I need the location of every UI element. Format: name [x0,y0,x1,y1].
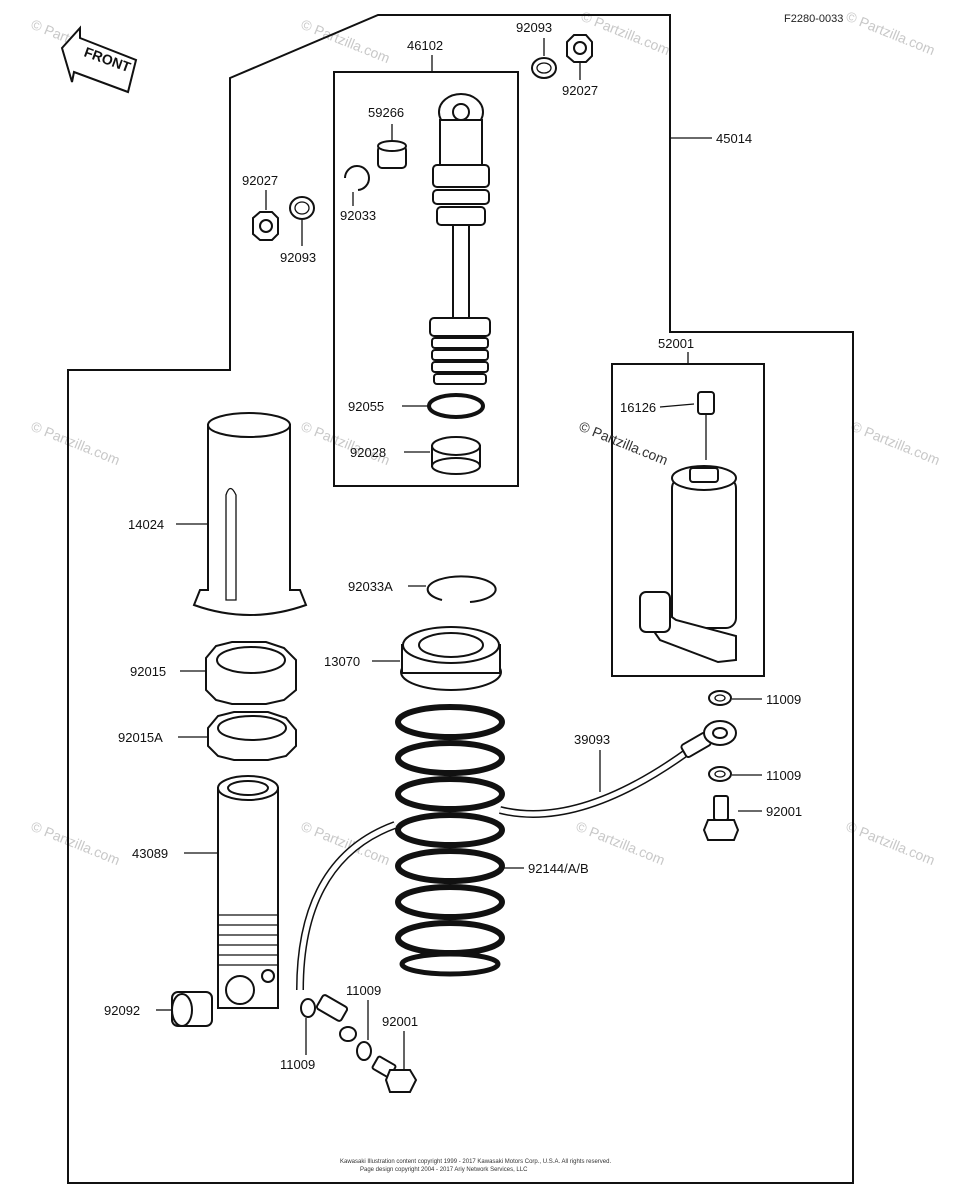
washer-92093-top [531,57,557,79]
part-label-92028[interactable]: 92028 [350,445,386,460]
part-label-11009-d[interactable]: 11009 [280,1057,315,1072]
circlip-92033A [426,575,497,603]
part-label-59266[interactable]: 59266 [368,105,404,120]
copyright-line-1: Kawasaki Illustration content copyright … [340,1159,611,1165]
washer-11009-b [708,766,732,782]
collar-92028 [431,436,481,475]
watermark: © Partzilla.com [299,16,392,66]
assembly-outline [67,14,854,1184]
part-label-16126[interactable]: 16126 [620,400,656,415]
bushing-92092 [171,991,213,1027]
spring-cover-14024 [192,412,308,616]
gas-reservoir [639,391,737,664]
part-label-52001[interactable]: 52001 [658,336,694,351]
washer-11009-d [300,998,316,1018]
watermark: © Partzilla.com [299,418,392,468]
part-label-11009-b[interactable]: 11009 [766,768,801,783]
part-label-92093-top[interactable]: 92093 [516,20,552,35]
bushing-59266 [377,140,407,169]
part-label-92144[interactable]: 92144/A/B [528,861,589,876]
front-arrow-icon: FRONT [60,25,138,94]
spring-92144 [395,704,505,977]
copyright-line-2: Page design copyright 2004 - 2017 Ariy N… [360,1167,528,1173]
watermark-layer: © Partzilla.com © Partzilla.com © Partzi… [29,8,942,868]
part-label-92001-bottom[interactable]: 92001 [382,1014,418,1029]
o-ring-92055 [427,393,485,419]
damper-subassembly-box [333,71,519,487]
part-label-92033[interactable]: 92033 [340,208,376,223]
circlip-92033 [344,165,370,191]
part-label-92033A[interactable]: 92033A [348,579,393,594]
part-label-46102[interactable]: 46102 [407,38,443,53]
watermark: © Partzilla.com [849,418,942,468]
part-label-92027-left[interactable]: 92027 [242,173,278,188]
part-label-11009-c[interactable]: 11009 [346,983,381,998]
part-label-45014[interactable]: 45014 [716,131,752,146]
washer-92093-left [289,196,315,220]
washer-11009-a [708,690,732,706]
part-label-14024[interactable]: 14024 [128,517,164,532]
part-label-92015A[interactable]: 92015A [118,730,163,745]
bolt-92001-bottom [371,1055,418,1093]
nut-92027-left [252,211,279,241]
lock-nut-92015 [205,641,297,705]
damper-rod [429,93,491,385]
watermark: © Partzilla.com [29,818,122,868]
part-label-11009-a[interactable]: 11009 [766,692,801,707]
washer-11009-c [356,1041,372,1061]
diagram-code: F2280-0033 [784,13,843,25]
watermark: © Partzilla.com [844,8,937,58]
part-label-13070[interactable]: 13070 [324,654,360,669]
part-label-39093[interactable]: 39093 [574,732,610,747]
part-label-92055[interactable]: 92055 [348,399,384,414]
part-label-92001-right[interactable]: 92001 [766,804,802,819]
watermark: © Partzilla.com [844,818,937,868]
watermark: © Partzilla.com [29,418,122,468]
part-label-92092[interactable]: 92092 [104,1003,140,1018]
spring-seat-13070 [400,626,502,691]
nut-92027-top [566,34,593,63]
part-label-92027-top[interactable]: 92027 [562,83,598,98]
part-label-92015[interactable]: 92015 [130,664,166,679]
watermark: © Partzilla.com [577,418,670,468]
part-label-92093-left[interactable]: 92093 [280,250,316,265]
hose-39093 [296,720,737,1042]
bolt-92001-right [702,795,740,841]
shock-body-43089 [217,775,279,1009]
part-label-43089[interactable]: 43089 [132,846,168,861]
lock-nut-92015A [207,711,297,761]
